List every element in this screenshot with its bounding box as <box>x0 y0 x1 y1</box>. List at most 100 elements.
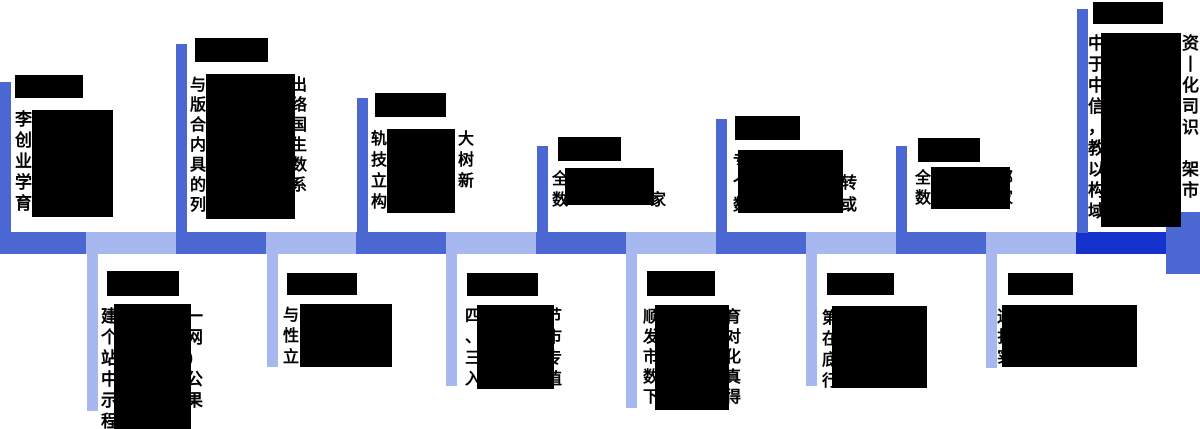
redacted-char: 与 <box>283 305 300 324</box>
redacted-char: 具 <box>190 155 207 174</box>
timeline-segment-4 <box>356 232 446 254</box>
timeline-segment-0 <box>0 232 86 254</box>
redacted-char: 构 <box>1088 181 1105 201</box>
redacted-char: 市 <box>1182 181 1199 201</box>
up-stem-0 <box>0 82 11 233</box>
redacted-char: 生 <box>291 135 308 154</box>
redacted-char: 信 <box>1088 97 1105 117</box>
redacted-char: 内 <box>190 135 207 154</box>
redacted-char: 全 <box>552 169 569 188</box>
milestone-5-year-label-redacted <box>918 138 980 162</box>
redacted-char: 数 <box>291 155 308 174</box>
timeline-segment-10 <box>896 232 986 254</box>
timeline-segment-12 <box>1076 232 1166 254</box>
milestone-6-text-redaction <box>1101 33 1181 227</box>
up-stem-6 <box>1077 9 1088 233</box>
down-stem-3 <box>626 253 637 408</box>
redacted-char: 李 <box>15 110 32 130</box>
redacted-char: 出 <box>291 75 308 94</box>
milestone-7-text-redaction <box>114 304 191 429</box>
timeline-segment-8 <box>716 232 806 254</box>
milestone-4-year-label-redacted <box>735 116 800 140</box>
timeline-segment-1 <box>86 232 176 254</box>
down-stem-4 <box>806 253 817 386</box>
timeline-segment-6 <box>536 232 626 254</box>
milestone-2-year-label-redacted <box>375 93 446 117</box>
redacted-char: 性 <box>283 326 300 345</box>
redacted-char: 建 <box>101 307 118 327</box>
redacted-char: 化 <box>1182 76 1199 96</box>
milestone-12-year-label-redacted <box>1008 273 1073 295</box>
redacted-char: 程 <box>101 412 118 429</box>
up-stem-3 <box>537 146 548 233</box>
milestone-10-text-redaction <box>655 305 729 410</box>
redacted-char: 示 <box>101 391 118 411</box>
timeline-segment-5 <box>446 232 536 254</box>
milestone-0-text-redaction <box>32 110 113 217</box>
redacted-char: 中 <box>1088 76 1105 96</box>
timeline-segment-2 <box>176 232 266 254</box>
milestone-3-text-redaction <box>565 168 654 205</box>
down-stem-5 <box>986 253 997 368</box>
timeline-segment-3 <box>266 232 356 254</box>
redacted-char: 系 <box>291 175 308 194</box>
milestone-6-year-label-redacted <box>1093 2 1163 24</box>
redacted-char: 资 <box>1182 34 1199 54</box>
redacted-char: 的 <box>190 175 207 194</box>
up-stem-4 <box>716 119 727 233</box>
redacted-char: 于 <box>1088 55 1105 75</box>
milestone-5-text-redaction <box>931 167 1010 209</box>
redacted-char: 络 <box>291 95 308 114</box>
milestone-0-year-label-redacted <box>15 75 83 98</box>
redacted-char: 得 <box>725 387 742 406</box>
up-stem-5 <box>896 146 907 233</box>
redacted-char: 站 <box>101 349 118 369</box>
timeline-segment-11 <box>986 232 1076 254</box>
redacted-char: 转 <box>841 173 858 192</box>
redacted-char: 数 <box>552 190 569 209</box>
milestone-11-text-redaction <box>832 306 927 388</box>
redacted-char: 版 <box>190 95 207 114</box>
milestone-1-text-redaction <box>206 74 295 219</box>
redacted-char: 司 <box>1182 97 1199 117</box>
milestone-11-year-label-redacted <box>827 273 894 295</box>
redacted-char: 立 <box>283 347 300 366</box>
milestone-4-text-redaction <box>738 150 843 213</box>
redacted-char: 个 <box>101 328 118 348</box>
redacted-char: 业 <box>15 152 32 172</box>
redacted-char: 技 <box>371 150 388 169</box>
redacted-char: 识 <box>1182 118 1199 138</box>
milestone-7-year-label-redacted <box>107 271 179 296</box>
redacted-char: 丨 <box>1182 55 1199 75</box>
down-stem-1 <box>267 253 278 367</box>
redacted-char: 中 <box>101 370 118 390</box>
redacted-char: ， <box>1088 118 1105 138</box>
milestone-9-text-redaction <box>477 305 554 389</box>
redacted-char: 数 <box>915 188 932 207</box>
redacted-char: 以 <box>1088 160 1105 180</box>
milestone-12-text-redaction <box>1002 305 1137 367</box>
redacted-char: 化 <box>725 347 742 366</box>
down-stem-0 <box>87 253 98 411</box>
redacted-char: 构 <box>371 192 388 211</box>
redacted-char: 全 <box>915 168 932 187</box>
redacted-char: 国 <box>291 115 308 134</box>
timeline-segment-9 <box>806 232 896 254</box>
redacted-char: 真 <box>725 367 742 386</box>
milestone-10-year-label-redacted <box>647 271 715 296</box>
redacted-char: 创 <box>15 131 32 151</box>
timeline-segment-7 <box>626 232 716 254</box>
redacted-char: 合 <box>190 115 207 134</box>
redacted-char: 树 <box>458 150 475 169</box>
redacted-char: 轨 <box>371 129 388 148</box>
milestone-8-text-redaction <box>300 304 392 367</box>
up-stem-2 <box>357 98 368 233</box>
redacted-char: 学 <box>15 173 32 193</box>
redacted-char: 或 <box>841 195 858 214</box>
milestone-8-year-label-redacted <box>287 273 357 295</box>
redacted-char: 新 <box>458 171 475 190</box>
redacted-char: 与 <box>190 75 207 94</box>
redacted-char: 育 <box>15 194 32 214</box>
redacted-char: 育 <box>725 307 742 326</box>
